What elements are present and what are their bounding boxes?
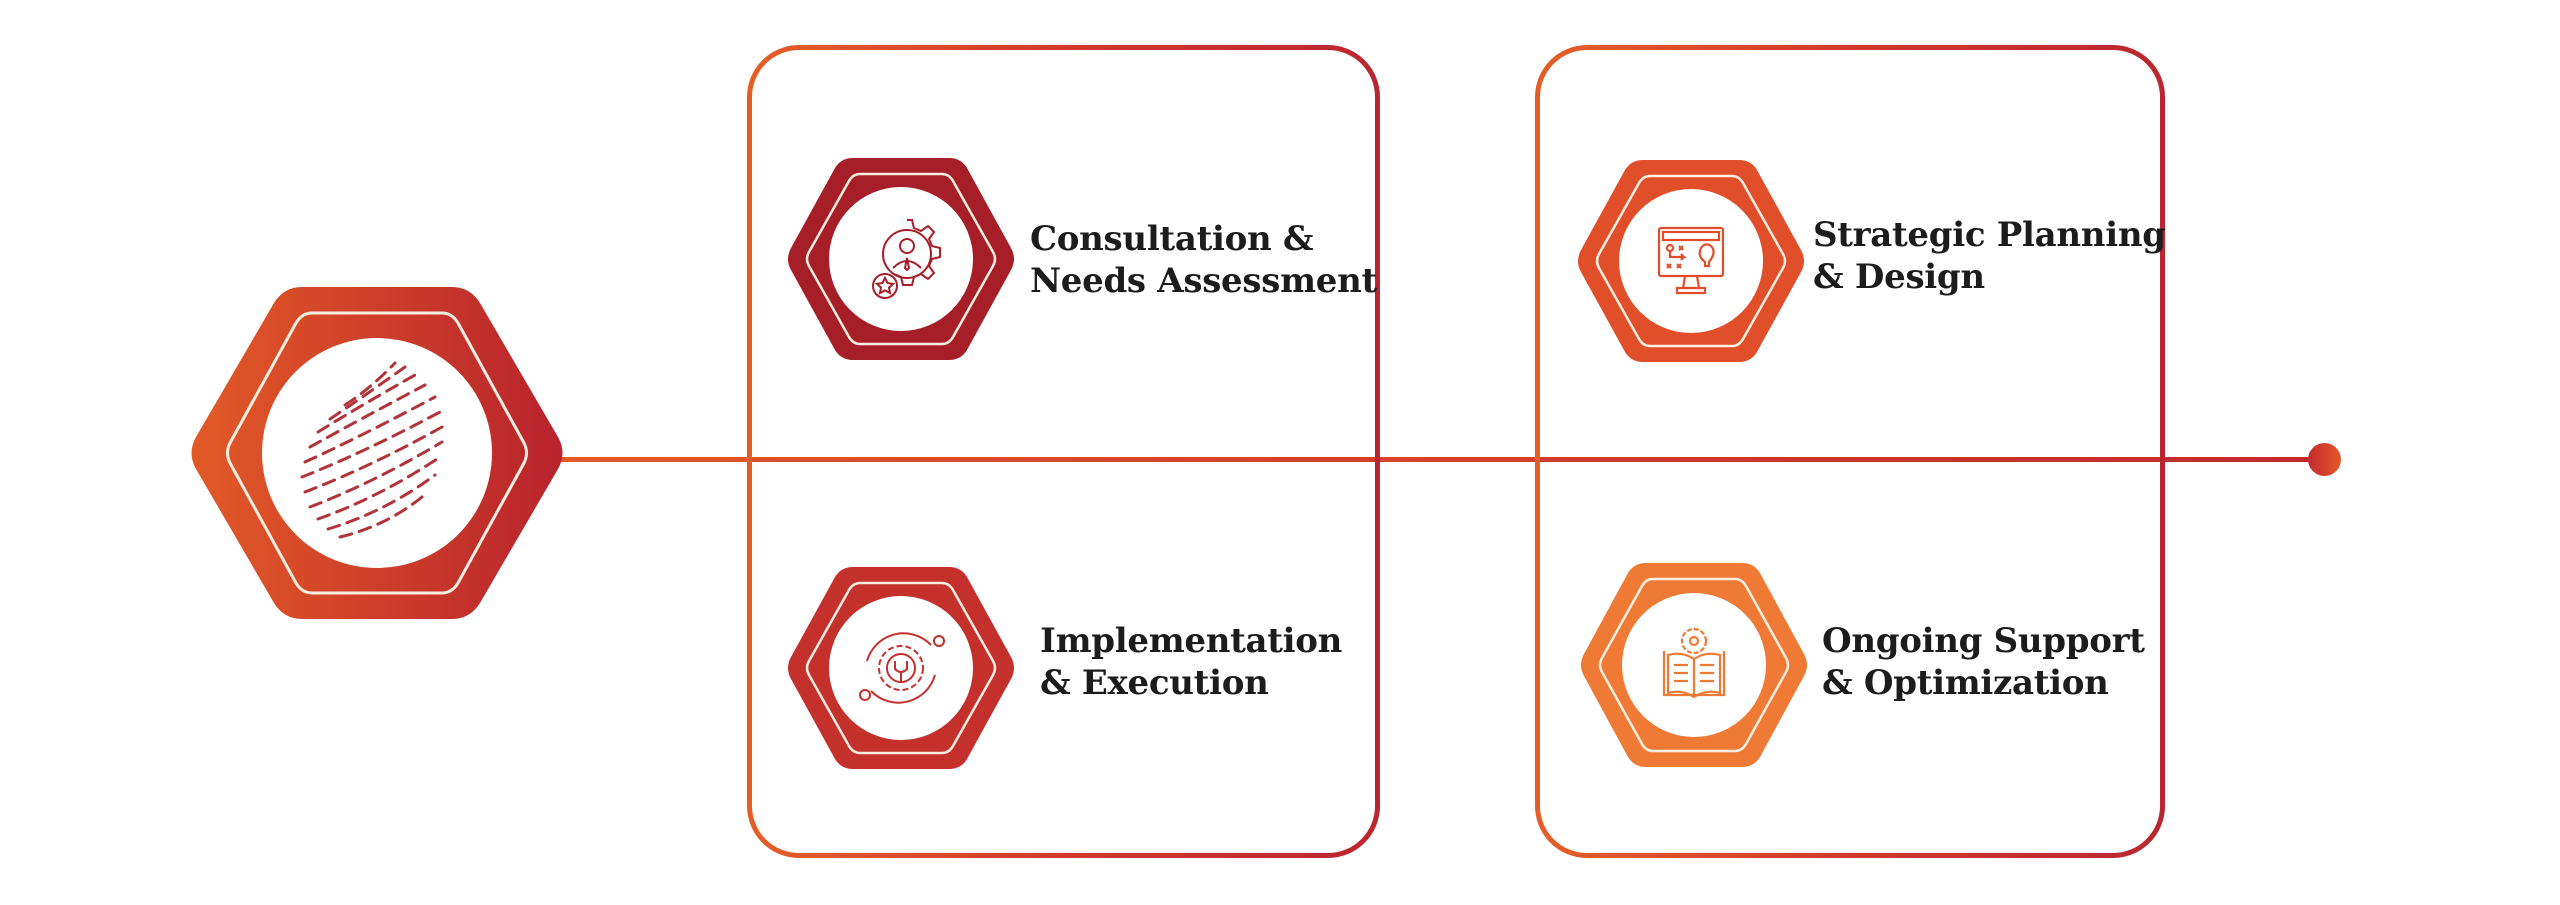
- step-3-label-line-2: & Design: [1813, 257, 1985, 297]
- hub-hexagon: [190, 287, 564, 619]
- step-2-label-line-1: Implementation: [1040, 621, 1343, 661]
- timeline-segment-card-2: [1540, 457, 2160, 462]
- step-4-hexagon: [1580, 563, 1808, 767]
- step-4-label: Ongoing Support & Optimization: [1822, 620, 2145, 704]
- monitor-strategy-lightbulb-icon: [1657, 226, 1725, 295]
- step-1-hexagon: [787, 158, 1015, 360]
- timeline-line: [560, 457, 2324, 462]
- step-1-label-line-2: Needs Assessment: [1030, 261, 1377, 301]
- step-2-label-line-2: & Execution: [1040, 663, 1269, 703]
- step-4-label-line-2: & Optimization: [1822, 663, 2109, 703]
- timeline-end-dot: [2308, 443, 2341, 476]
- step-2-hexagon: [787, 567, 1015, 769]
- timeline-segment-card-1: [752, 457, 1375, 462]
- book-gear-icon: [1662, 627, 1726, 699]
- step-1-label: Consultation & Needs Assessment: [1030, 218, 1377, 302]
- step-3-label-line-1: Strategic Planning: [1813, 215, 2166, 255]
- step-1-label-line-1: Consultation &: [1030, 219, 1314, 259]
- gear-wrench-orbit-icon: [859, 632, 945, 704]
- globe-sphere-icon: [300, 361, 444, 539]
- step-3-label: Strategic Planning & Design: [1813, 214, 2166, 298]
- step-2-label: Implementation & Execution: [1040, 620, 1342, 704]
- step-4-label-line-1: Ongoing Support: [1822, 621, 2145, 661]
- step-3-hexagon: [1577, 160, 1805, 362]
- gear-person-star-icon: [872, 219, 941, 299]
